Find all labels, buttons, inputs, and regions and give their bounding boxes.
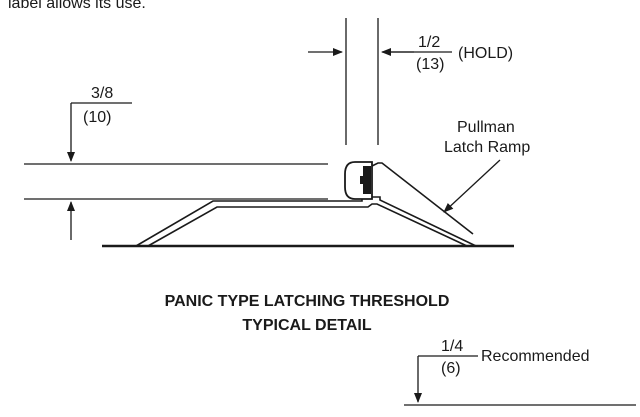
latch-stop bbox=[344, 161, 373, 200]
latch-stop-insert-notch bbox=[360, 176, 364, 184]
latch-stop-insert bbox=[363, 166, 371, 194]
height-dimension-numerator: 3/8 bbox=[91, 85, 113, 102]
threshold-outer-outline bbox=[135, 196, 477, 247]
threshold-profile bbox=[135, 162, 477, 247]
hold-dimension-numerator: 1/2 bbox=[418, 34, 440, 51]
latch-ramp-top-edge bbox=[371, 162, 474, 235]
recommended-dimension-note: Recommended bbox=[481, 348, 590, 365]
caption-line-1: PANIC TYPE LATCHING THRESHOLD bbox=[165, 293, 450, 310]
height-dimension-denominator: (10) bbox=[83, 109, 111, 126]
callout-line-2: Latch Ramp bbox=[444, 139, 530, 156]
callout-leader-arrow bbox=[443, 159, 501, 213]
callout-line-1: Pullman bbox=[457, 119, 515, 136]
header-text-fragment: label allows its use. bbox=[8, 0, 146, 12]
recommended-dimension-denominator: (6) bbox=[441, 360, 461, 377]
recommended-dimension-numerator: 1/4 bbox=[441, 338, 463, 355]
hold-dimension-note: (HOLD) bbox=[458, 45, 513, 62]
threshold-inner-outline bbox=[147, 203, 468, 247]
hold-dimension-denominator: (13) bbox=[416, 56, 444, 73]
caption-line-2: TYPICAL DETAIL bbox=[242, 317, 371, 334]
